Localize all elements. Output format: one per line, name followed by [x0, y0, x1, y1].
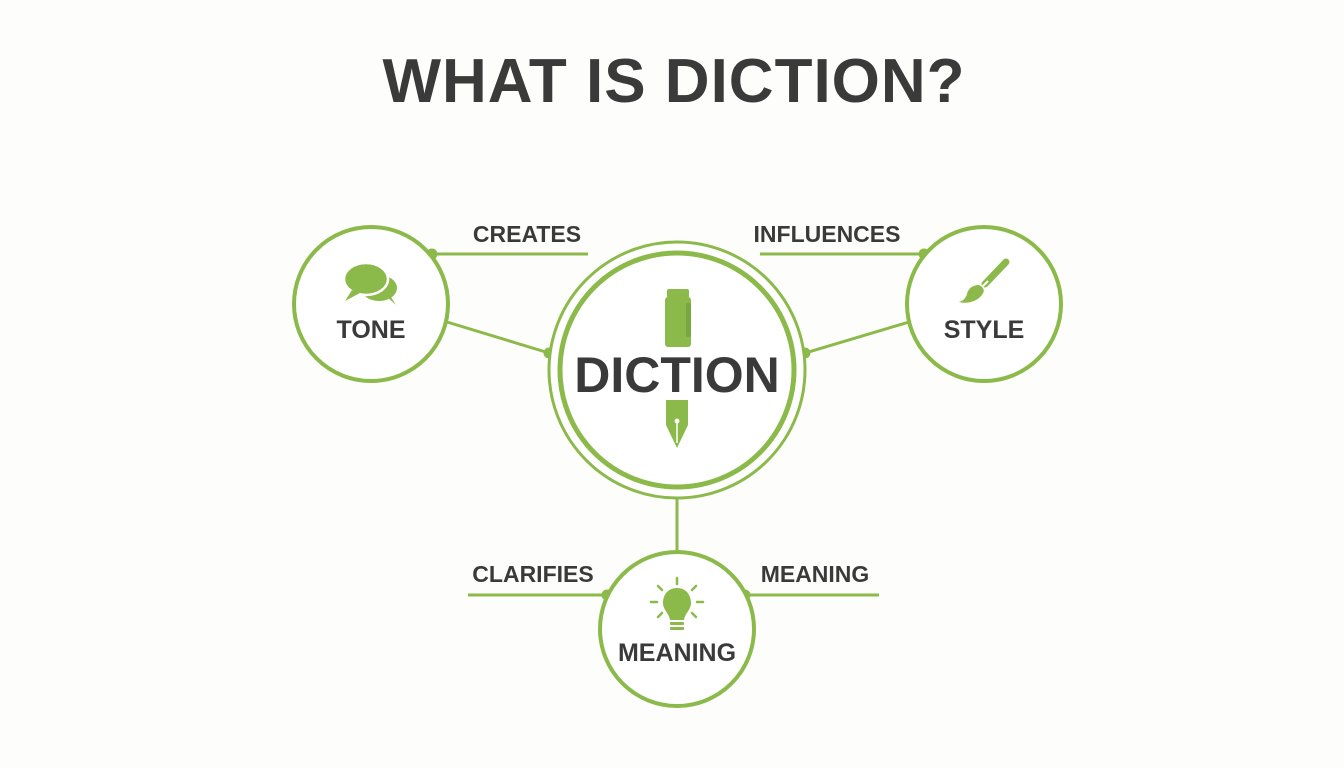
connectors	[432, 252, 924, 597]
tone-label: TONE	[337, 316, 406, 344]
meaning-edge-label: MEANING	[761, 561, 870, 587]
style-label: STYLE	[944, 316, 1025, 344]
clarifies-edge-label: CLARIFIES	[472, 561, 593, 587]
lightbulb-icon	[649, 576, 705, 630]
tone-node: TONE	[292, 225, 450, 383]
style-node: STYLE	[905, 225, 1063, 383]
paintbrush-icon	[959, 258, 1010, 303]
center-label: DICTION	[574, 347, 780, 403]
influences-edge-label: INFLUENCES	[754, 221, 901, 247]
speech-bubbles-icon	[342, 261, 397, 305]
meaning-node: MEANING	[598, 550, 756, 708]
style-connector	[804, 320, 910, 355]
creates-edge-label: CREATES	[473, 221, 581, 247]
page-title: WHAT IS DICTION?	[382, 47, 965, 116]
fountain-pen-icon	[665, 289, 691, 448]
center-node: DICTION	[547, 240, 807, 500]
meaning-label: MEANING	[618, 639, 736, 667]
tone-connector	[446, 320, 550, 355]
